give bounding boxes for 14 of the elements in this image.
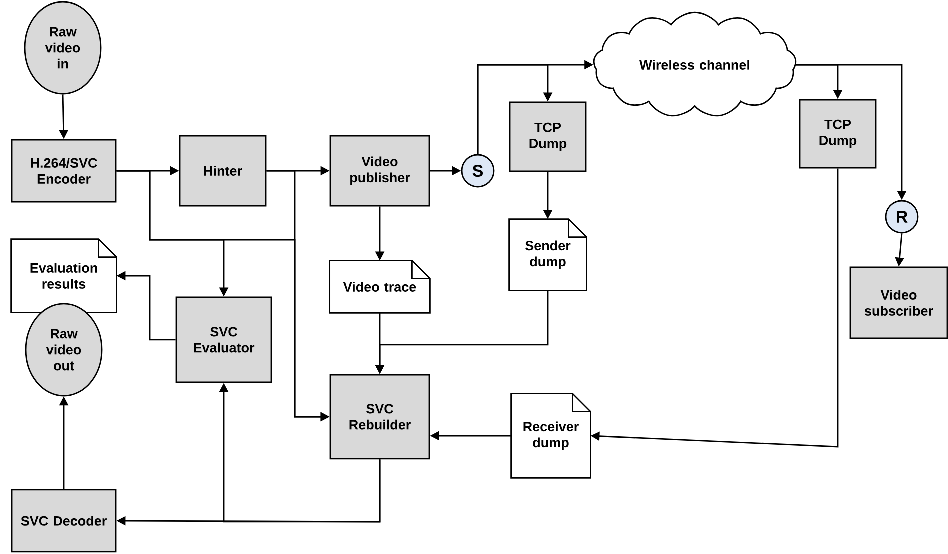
document-box: Video trace <box>329 260 431 314</box>
process-box: SVC Decoder <box>11 489 117 553</box>
process-box: Video publisher <box>330 135 430 207</box>
process-box: Video subscriber <box>850 266 948 340</box>
process-box: H.264/SVC Encoder <box>11 139 117 203</box>
arrow <box>477 64 553 154</box>
process-box: Hinter <box>179 135 267 207</box>
process-box: SVC Rebuilder <box>330 374 430 460</box>
process-box: SVC Evaluator <box>176 296 272 384</box>
document-box: Sender dump <box>508 218 588 292</box>
process-box: TCP Dump <box>509 102 587 172</box>
document-box: Evaluation results <box>10 238 118 314</box>
process-box: TCP Dump <box>799 99 877 169</box>
document-box: Receiver dump <box>510 393 592 479</box>
